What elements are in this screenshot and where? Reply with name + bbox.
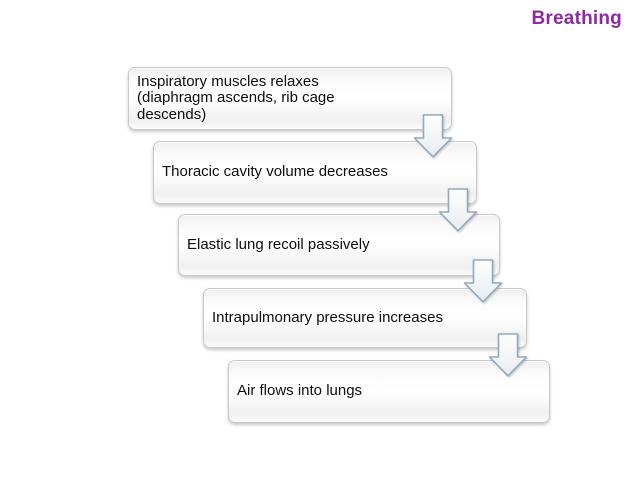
- process-step-label: Thoracic cavity volume decreases: [162, 163, 388, 181]
- down-arrow-icon: [438, 188, 478, 232]
- process-step-2: Thoracic cavity volume decreases: [153, 141, 477, 204]
- process-step-label: Intrapulmonary pressure increases: [212, 308, 443, 326]
- process-step-1: Inspiratory muscles relaxes (diaphragm a…: [128, 67, 452, 130]
- process-step-5: Air flows into lungs: [228, 360, 550, 423]
- down-arrow-icon: [463, 259, 503, 303]
- process-step-label: Inspiratory muscles relaxes (diaphragm a…: [137, 73, 335, 123]
- down-arrow-icon: [413, 114, 453, 158]
- process-step-4: Intrapulmonary pressure increases: [203, 288, 527, 348]
- process-step-label: Elastic lung recoil passively: [187, 235, 370, 253]
- process-step-label: Air flows into lungs: [237, 382, 363, 400]
- process-step-3: Elastic lung recoil passively: [178, 214, 500, 276]
- down-arrow-icon: [488, 333, 528, 377]
- slide-title: Breathing: [531, 8, 622, 29]
